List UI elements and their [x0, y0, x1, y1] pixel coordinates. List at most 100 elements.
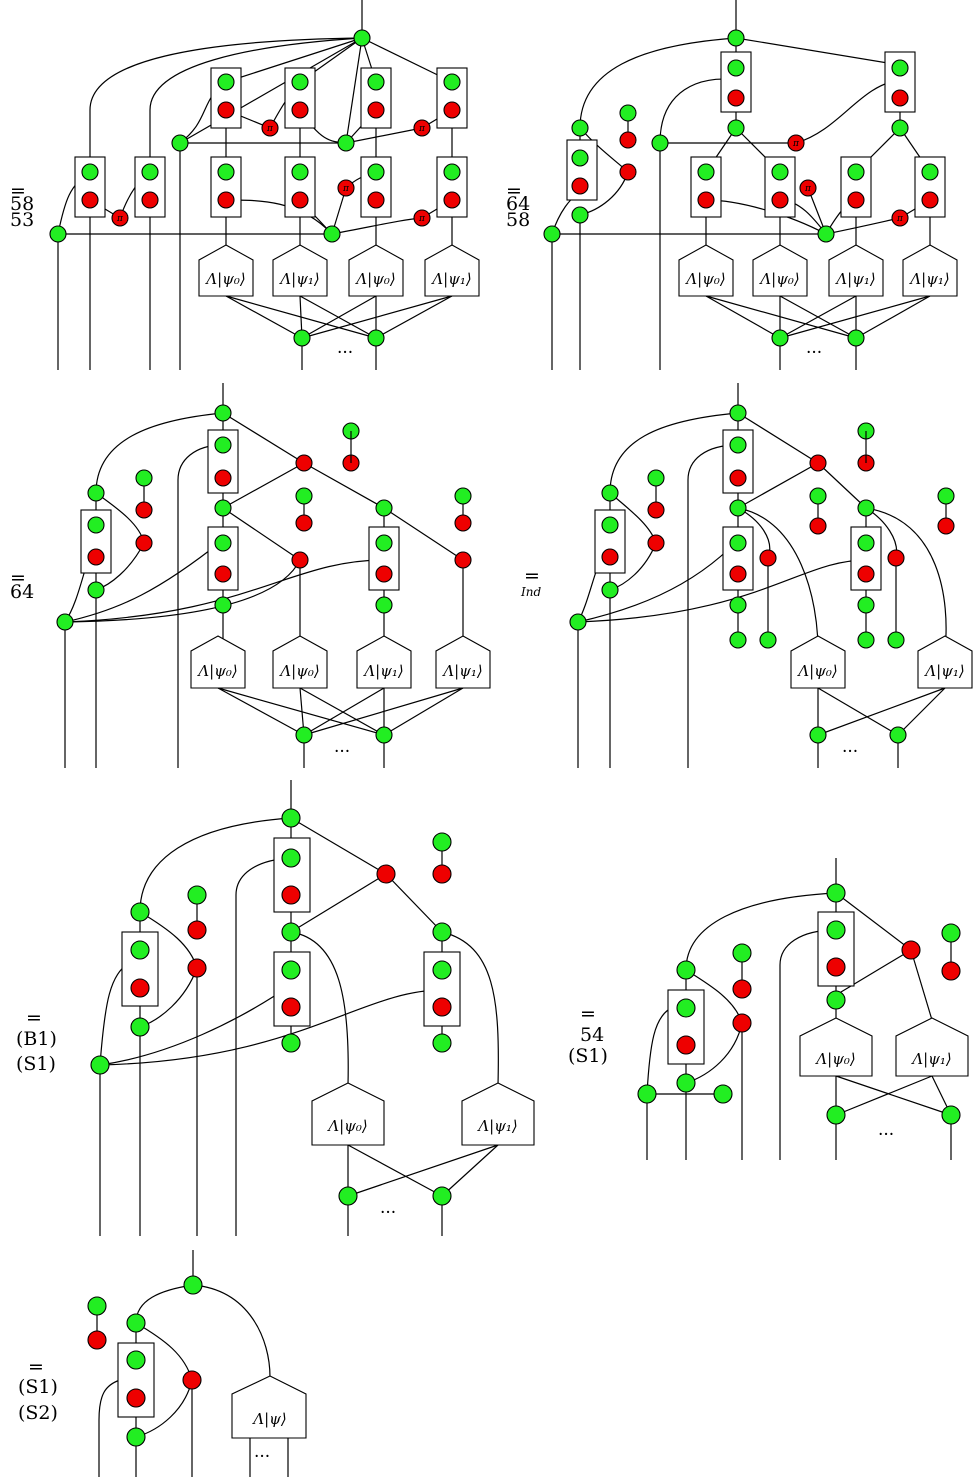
pi-label: π [266, 124, 274, 134]
green-spider [171, 134, 189, 152]
green-spider [857, 499, 875, 517]
green-spider [771, 163, 789, 181]
green-spider [130, 902, 150, 922]
red-spider [809, 517, 827, 535]
green-spider [367, 329, 385, 347]
red-spider [601, 548, 619, 566]
green-spider [56, 613, 74, 631]
red-pi-spider [799, 179, 817, 197]
rule-label: (B1) [16, 1028, 57, 1050]
ellipsis: ··· [842, 742, 858, 762]
equals-sign: = [10, 567, 26, 589]
pi-label: π [116, 214, 124, 224]
green-spider [432, 832, 452, 852]
green-spider [291, 73, 309, 91]
green-spider [676, 960, 696, 980]
green-spider [135, 469, 153, 487]
green-spider [809, 726, 827, 744]
lambda-node: Λ|ψ₀⟩ [272, 635, 328, 689]
red-spider [281, 885, 301, 905]
green-spider [759, 631, 777, 649]
green-spider [87, 581, 105, 599]
red-spider [676, 1035, 696, 1055]
red-spider [214, 565, 232, 583]
green-spider [857, 534, 875, 552]
lambda-node: Λ|ψ⟩ [231, 1375, 307, 1439]
lambda-label: Λ|ψ₁⟩ [908, 270, 950, 288]
green-spider [543, 225, 561, 243]
green-spider [601, 484, 619, 502]
red-spider [135, 534, 153, 552]
red-spider [454, 551, 472, 569]
red-spider [126, 1388, 146, 1408]
lambda-node: Λ|ψ₁⟩ [461, 1082, 535, 1146]
green-spider [729, 631, 747, 649]
rule-label: 64 [10, 581, 34, 603]
green-spider [375, 726, 393, 744]
green-spider [601, 581, 619, 599]
green-spider [87, 516, 105, 534]
red-spider [214, 469, 232, 487]
green-spider [81, 163, 99, 181]
green-spider [847, 163, 865, 181]
red-spider [367, 101, 385, 119]
pi-label: π [342, 184, 350, 194]
equals-sign: = [580, 1003, 596, 1025]
green-spider [130, 1017, 150, 1037]
rule-label: 58 [10, 193, 34, 215]
ellipsis: ··· [380, 1203, 396, 1223]
red-spider [295, 514, 313, 532]
green-spider [817, 225, 835, 243]
equals-sign: = [10, 180, 26, 202]
green-spider [126, 1427, 146, 1447]
lambda-label: Λ|ψ₁⟩ [430, 270, 472, 288]
green-spider [87, 484, 105, 502]
green-spider [293, 329, 311, 347]
panel-6: Λ|ψ₀⟩ Λ|ψ₁⟩ ··· = 54 (S1) [568, 858, 969, 1160]
red-spider [367, 191, 385, 209]
green-spider [809, 487, 827, 505]
lambda-node: Λ|ψ₁⟩ [895, 1017, 969, 1077]
red-spider [727, 89, 745, 107]
equals-sign: = [26, 1007, 42, 1029]
green-spider [214, 499, 232, 517]
lambda-label: Λ|ψ₀⟩ [758, 270, 800, 288]
green-spider [291, 163, 309, 181]
green-spider [126, 1313, 146, 1333]
red-spider [291, 191, 309, 209]
pi-label: π [804, 184, 812, 194]
red-spider [571, 177, 589, 195]
green-spider [141, 163, 159, 181]
green-spider [281, 808, 301, 828]
equals-sign: = [524, 565, 540, 587]
red-spider [443, 191, 461, 209]
lambda-node: Λ|ψ₀⟩ [311, 1082, 385, 1146]
rule-label: (S1) [18, 1376, 58, 1398]
red-spider [81, 191, 99, 209]
red-spider [281, 997, 301, 1017]
red-spider [432, 997, 452, 1017]
green-spider [676, 1073, 696, 1093]
green-spider [432, 960, 452, 980]
red-spider [937, 517, 955, 535]
green-spider [729, 404, 747, 422]
lambda-label: Λ|ψ₀⟩ [204, 270, 246, 288]
green-spider [375, 499, 393, 517]
equals-sign: = [506, 180, 522, 202]
panel-2: Λ|ψ₀⟩ Λ|ψ₀⟩ Λ|ψ₁⟩ Λ|ψ₁⟩ π π π ··· = 64 5… [506, 0, 958, 370]
rule-label: 54 [580, 1024, 604, 1046]
red-spider [87, 1330, 107, 1350]
red-spider [295, 454, 313, 472]
green-spider [826, 883, 846, 903]
green-spider [937, 487, 955, 505]
red-spider [647, 534, 665, 552]
red-spider [647, 501, 665, 519]
rule-label: 64 [506, 193, 530, 215]
green-spider [443, 73, 461, 91]
lambda-label: Λ|ψ₁⟩ [923, 662, 965, 680]
red-spider [847, 191, 865, 209]
red-spider [443, 101, 461, 119]
green-spider [432, 922, 452, 942]
green-spider [87, 1296, 107, 1316]
ellipsis: ··· [254, 1447, 270, 1467]
